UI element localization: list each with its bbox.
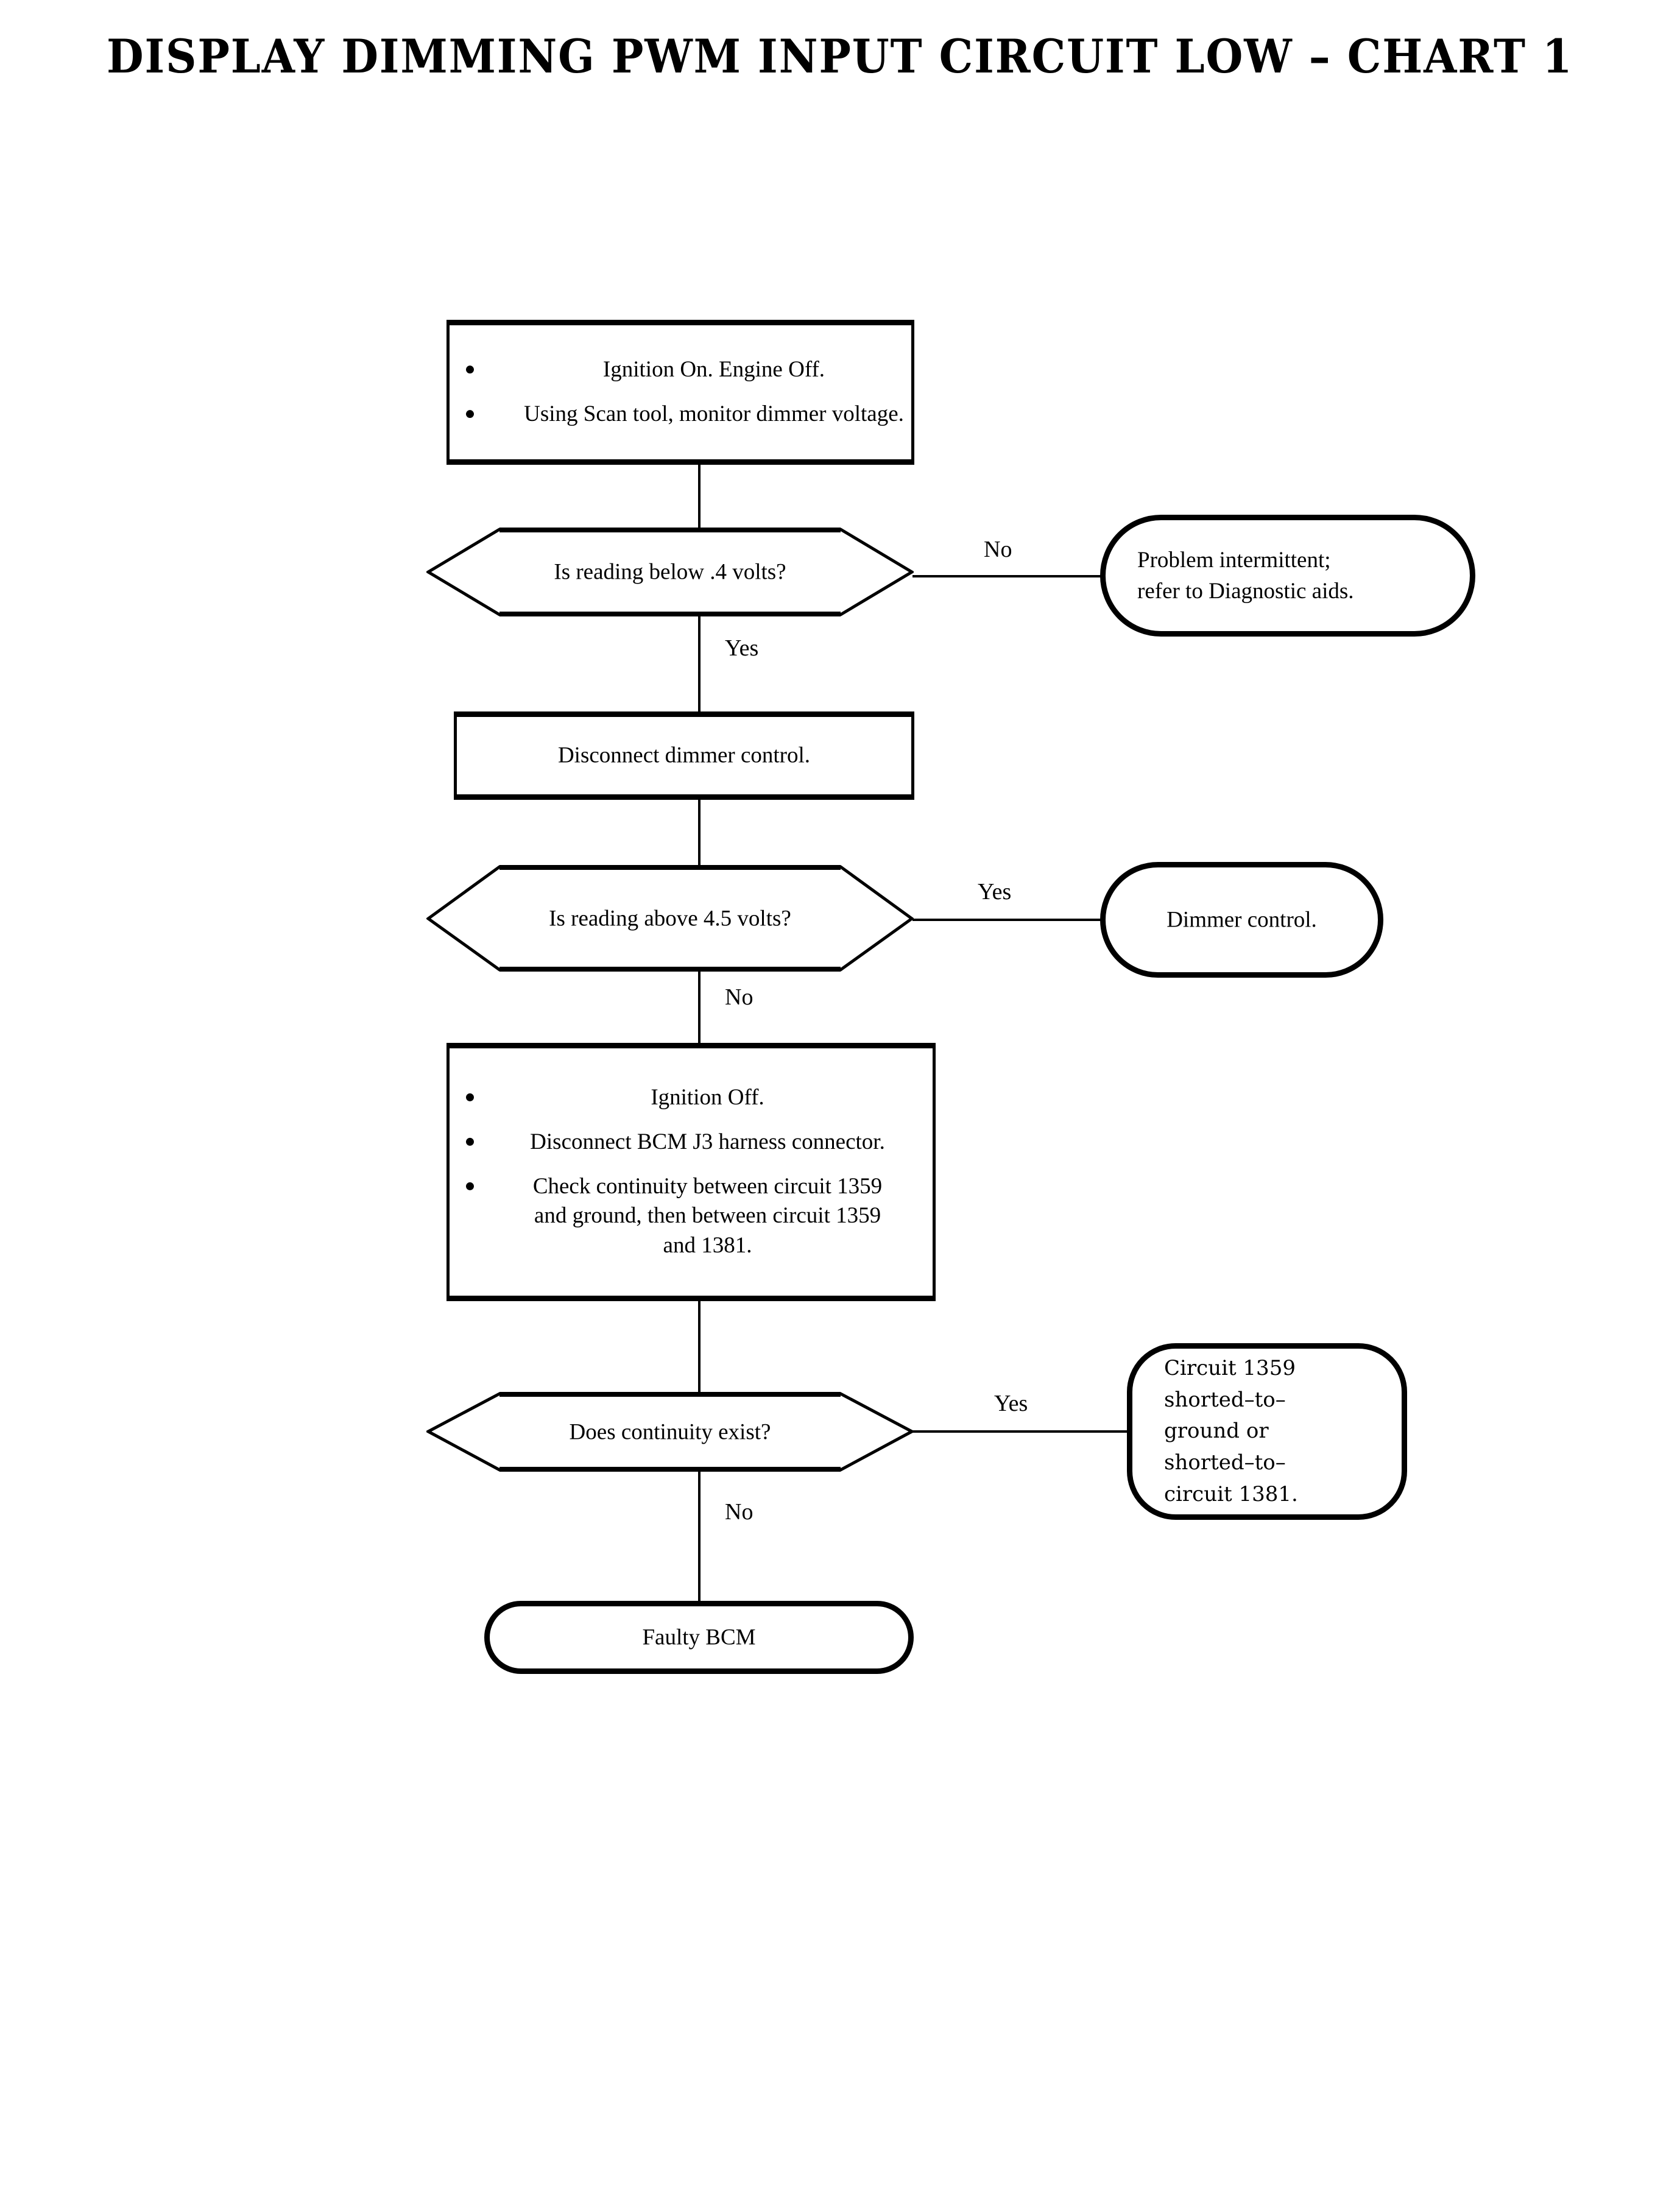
list-item: Check continuity between circuit 1359 an…	[450, 1172, 898, 1261]
terminal-circuit-1359-shorted: Circuit 1359 shorted–to– ground or short…	[1127, 1343, 1407, 1520]
bullet-dot-icon	[466, 410, 474, 418]
list-item: Disconnect BCM J3 harness connector.	[450, 1128, 898, 1157]
connector-dec1-to-step2	[698, 615, 701, 716]
terminal-line: circuit 1381.	[1164, 1481, 1298, 1506]
bullet-list-step1: Ignition On. Engine Off. Using Scan tool…	[450, 355, 911, 429]
bullet-dot-icon	[466, 1137, 474, 1146]
terminal-line: Circuit 1359	[1164, 1355, 1296, 1380]
connector-dec1-to-term1	[912, 575, 1103, 577]
process-box-step2: Disconnect dimmer control.	[454, 711, 914, 800]
connector-dec2-to-step3	[698, 959, 701, 1048]
terminal-line: shorted–to–	[1164, 1450, 1286, 1475]
decision-hexagon-dec1: Is reading below .4 volts?	[426, 528, 914, 616]
terminal-line: refer to Diagnostic aids.	[1137, 579, 1354, 604]
list-item: Ignition Off.	[450, 1083, 898, 1113]
bullet-dot-icon	[466, 1093, 474, 1101]
terminal-line: Problem intermittent;	[1137, 547, 1331, 573]
edge-label-dec1-yes: Yes	[725, 635, 759, 661]
list-item: Ignition On. Engine Off.	[450, 355, 911, 385]
terminal-text: Circuit 1359 shorted–to– ground or short…	[1164, 1353, 1383, 1510]
decision-label: Is reading above 4.5 volts?	[549, 906, 791, 931]
bullet-text: Disconnect BCM J3 harness connector.	[530, 1129, 885, 1154]
edge-label-dec3-no: No	[725, 1499, 754, 1525]
bullet-text: Using Scan tool, monitor dimmer voltage.	[524, 401, 904, 426]
bullet-text: Ignition Off.	[651, 1084, 764, 1110]
connector-step1-to-dec1	[698, 463, 701, 530]
bullet-dot-icon	[466, 1182, 474, 1190]
terminal-line: shorted–to–	[1164, 1387, 1286, 1412]
terminal-text: Dimmer control.	[1117, 904, 1367, 935]
decision-hexagon-dec2: Is reading above 4.5 volts?	[426, 865, 914, 972]
bullet-dot-icon	[466, 365, 474, 374]
terminal-problem-intermittent: Problem intermittent; refer to Diagnosti…	[1100, 515, 1475, 637]
process-box-step1: Ignition On. Engine Off. Using Scan tool…	[446, 320, 914, 465]
terminal-faulty-bcm: Faulty BCM	[484, 1601, 914, 1674]
decision-label: Is reading below .4 volts?	[554, 559, 786, 585]
bullet-text: Check continuity between circuit 1359 an…	[532, 1173, 883, 1259]
edge-label-dec1-no: No	[984, 537, 1012, 562]
terminal-line: Faulty BCM	[642, 1625, 756, 1650]
page-title: DISPLAY DIMMING PWM INPUT CIRCUIT LOW – …	[107, 29, 1573, 83]
connector-dec3-to-term4	[698, 1471, 701, 1605]
terminal-line: Dimmer control.	[1166, 907, 1317, 933]
terminal-line: ground or	[1164, 1419, 1269, 1444]
edge-label-dec2-yes: Yes	[978, 879, 1012, 905]
bullet-text: Ignition On. Engine Off.	[602, 357, 825, 383]
hexagon-shape-icon	[426, 528, 914, 616]
connector-dec2-to-term2	[912, 919, 1101, 921]
terminal-text: Problem intermittent; refer to Diagnosti…	[1137, 545, 1452, 607]
bullet-list-step3: Ignition Off. Disconnect BCM J3 harness …	[450, 1083, 933, 1261]
terminal-text: Faulty BCM	[501, 1622, 897, 1653]
connector-step3-to-dec3	[698, 1301, 701, 1398]
process-text: Disconnect dimmer control.	[557, 743, 811, 768]
process-box-step3: Ignition Off. Disconnect BCM J3 harness …	[446, 1043, 936, 1301]
decision-hexagon-dec3: Does continuity exist?	[426, 1392, 914, 1472]
terminal-dimmer-control: Dimmer control.	[1100, 862, 1383, 978]
edge-label-dec3-yes: Yes	[994, 1391, 1028, 1416]
connector-dec3-to-term3	[912, 1430, 1127, 1433]
connector-step2-to-dec2	[698, 798, 701, 866]
list-item: Using Scan tool, monitor dimmer voltage.	[450, 400, 911, 429]
hexagon-shape-icon	[426, 1392, 914, 1472]
hexagon-shape-icon	[426, 865, 914, 972]
decision-label: Does continuity exist?	[569, 1419, 771, 1444]
edge-label-dec2-no: No	[725, 984, 754, 1010]
